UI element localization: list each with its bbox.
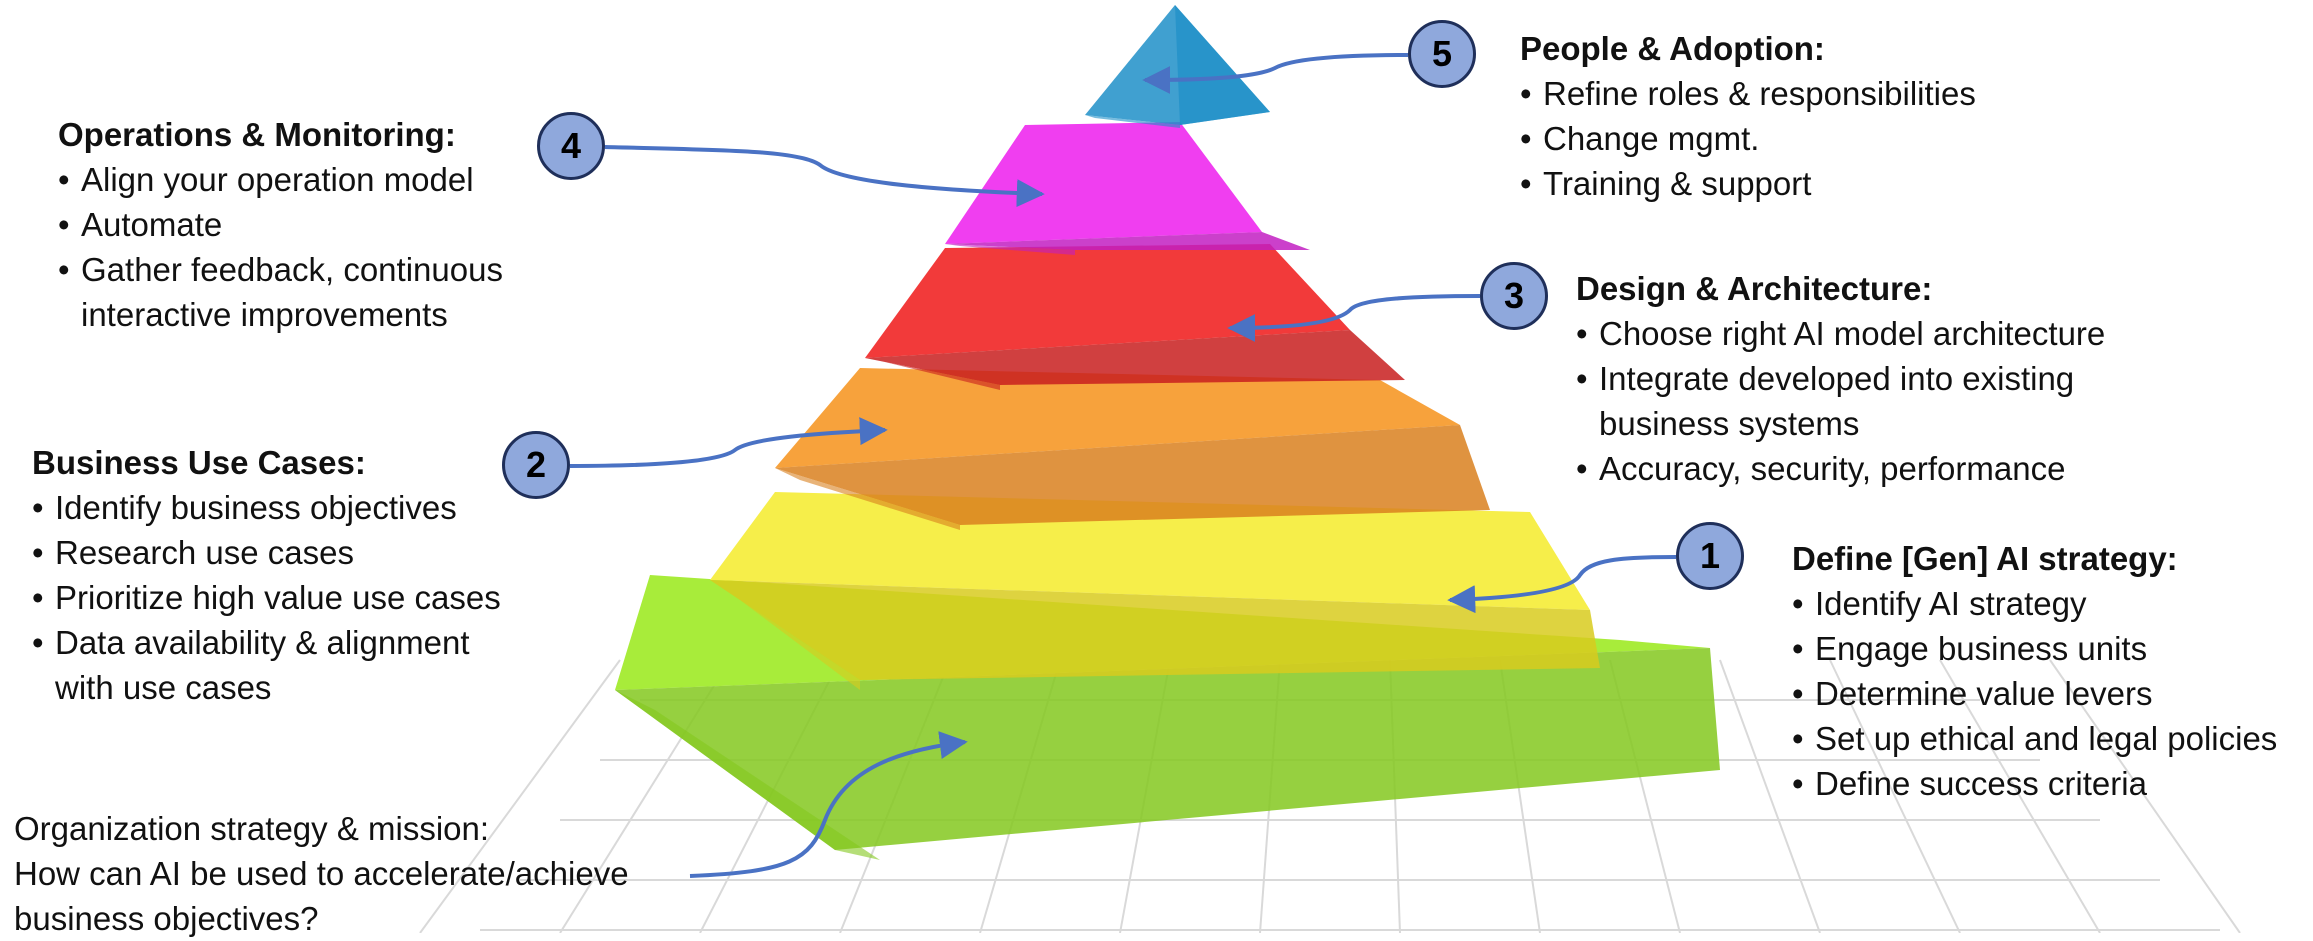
tier-4-item: Align your operation model (58, 157, 578, 202)
grid-line (419, 659, 621, 933)
tier-1-arrow (1447, 555, 1677, 614)
tier-5-item: Refine roles & responsibilities (1520, 71, 2080, 116)
tier-3-item: Choose right AI model architecture (1576, 311, 2196, 356)
tier-3-badge: 3 (1480, 262, 1548, 330)
tier-4-layer (945, 122, 1310, 255)
tier-1-layer-front (710, 580, 1600, 680)
tier-1-item: Engage business units (1792, 626, 2302, 671)
tier-2-item: Prioritize high value use cases (32, 575, 552, 620)
tier-3-block: Design & Architecture: Choose right AI m… (1576, 266, 2196, 491)
tier-3-layer (865, 244, 1405, 390)
tier-4-arrow (604, 145, 1045, 208)
tier-2-arrow (569, 417, 888, 468)
tier-1-item: Identify AI strategy (1792, 581, 2302, 626)
base-layer-front (615, 648, 1720, 850)
base-mission-text: Organization strategy & mission: How can… (14, 810, 629, 937)
pyramid-tiers (615, 5, 1720, 860)
tier-2-item: Research use cases (32, 530, 552, 575)
tier-4-badge: 4 (537, 112, 605, 180)
tier-4-item: Gather feedback, continuous interactive … (58, 247, 578, 337)
tier-2-item: Identify business objectives (32, 485, 552, 530)
tier-1-item: Set up ethical and legal policies (1792, 716, 2302, 761)
tier-3-item: Integrate developed into existing busine… (1576, 356, 2196, 446)
tier-1-list: Identify AI strategy Engage business uni… (1792, 581, 2302, 806)
tier-4-title: Operations & Monitoring: (58, 116, 456, 153)
callout-arrows (569, 53, 1677, 878)
tier-2-title: Business Use Cases: (32, 444, 366, 481)
tier-4-list: Align your operation model Automate Gath… (58, 157, 578, 337)
tier-5-layer-edge (1085, 115, 1180, 128)
tier-1-title: Define [Gen] AI strategy: (1792, 540, 2178, 577)
tier-1-block: Define [Gen] AI strategy: Identify AI st… (1792, 536, 2302, 806)
base-layer-edge (615, 690, 880, 860)
tier-2-layer-face (775, 368, 1460, 468)
base-arrow (689, 731, 968, 878)
grid-line (1719, 659, 1821, 933)
tier-4-block: Operations & Monitoring: Align your oper… (58, 112, 578, 337)
tier-1-badge: 1 (1676, 522, 1744, 590)
tier-2-item: Data availability & alignment with use c… (32, 620, 552, 710)
tier-4-layer-front (945, 232, 1310, 250)
tier-5-item: Change mgmt. (1520, 116, 2080, 161)
tier-5-shade (1175, 5, 1270, 125)
tier-2-badge: 2 (502, 431, 570, 499)
tier-2-layer-front (775, 425, 1490, 525)
tier-2-layer (775, 368, 1490, 530)
tier-5-title: People & Adoption: (1520, 30, 1825, 67)
tier-5-block: People & Adoption: Refine roles & respon… (1520, 26, 2080, 206)
tier-3-title: Design & Architecture: (1576, 270, 1933, 307)
tier-2-list: Identify business objectives Research us… (32, 485, 552, 710)
tier-4-item: Automate (58, 202, 578, 247)
tier-3-item: Accuracy, security, performance (1576, 446, 2196, 491)
tier-1-item: Determine value levers (1792, 671, 2302, 716)
tier-3-list: Choose right AI model architecture Integ… (1576, 311, 2196, 491)
tier-5-badge: 5 (1408, 20, 1476, 88)
tier-4-layer-edge (945, 244, 1075, 255)
tier-1-layer-face (710, 492, 1590, 610)
tier-5-item: Training & support (1520, 161, 2080, 206)
tier-5-arrow (1142, 53, 1409, 94)
tier-2-layer-edge (775, 468, 960, 530)
tier-1-layer (710, 492, 1600, 690)
tier-3-arrow (1227, 294, 1481, 342)
tier-4-layer-face (945, 122, 1262, 244)
tier-1-item: Define success criteria (1792, 761, 2302, 806)
tier-2-block: Business Use Cases: Identify business ob… (32, 440, 552, 710)
tier-5-list: Refine roles & responsibilities Change m… (1520, 71, 2080, 206)
tier-3-layer-front (865, 330, 1405, 385)
